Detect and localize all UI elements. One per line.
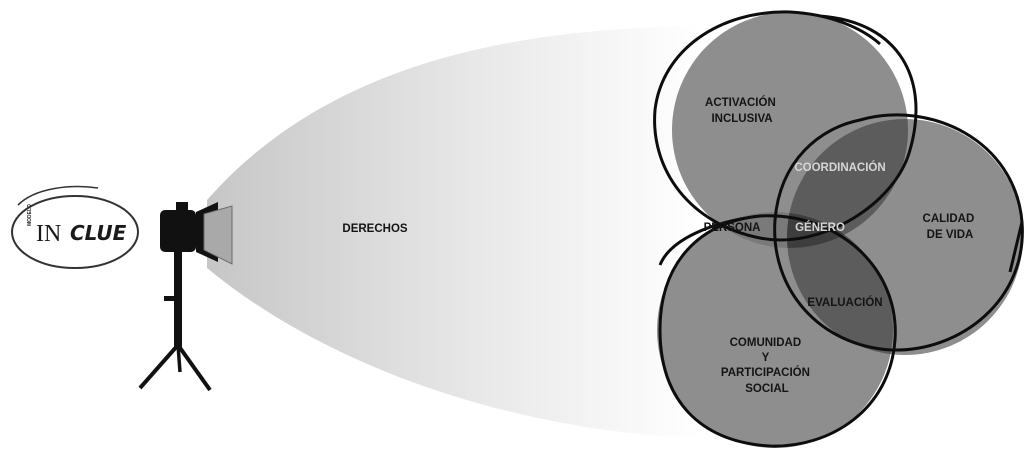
venn-diagram: ACTIVACIÓN INCLUSIVA CALIDAD DE VIDA COM… (653, 10, 1024, 448)
label-comunidad-line4: SOCIAL (745, 383, 788, 395)
light-beam (207, 26, 700, 438)
label-calidad-de-vida: CALIDAD DE VIDA (923, 213, 978, 241)
label-coordinacion: COORDINACIÓN (794, 161, 885, 174)
label-activacion-line1: ACTIVACIÓN (705, 96, 776, 109)
label-persona: PERSONA (704, 222, 761, 234)
logo-ellipse (11, 195, 139, 269)
label-activacion-inclusiva: ACTIVACIÓN INCLUSIVA (705, 96, 779, 125)
outline-right (773, 113, 1024, 352)
label-calidad-line2: DE VIDA (927, 229, 974, 241)
beam-label-derechos: DERECHOS (342, 223, 408, 235)
label-comunidad-line3: PARTICIPACIÓN (721, 366, 810, 379)
incluye-logo: MODELO IN CLUE (11, 185, 139, 269)
label-genero: GÉNERO (795, 221, 845, 234)
label-evaluacion: EVALUACIÓN (807, 296, 882, 309)
logo-in-text: IN (36, 221, 61, 247)
overlap-right-bottom (787, 212, 893, 355)
outline-top (653, 10, 918, 242)
label-comunidad-line2: Y (762, 352, 770, 364)
label-comunidad: COMUNIDAD Y PARTICIPACIÓN SOCIAL (721, 337, 813, 395)
label-activacion-line2: INCLUSIVA (711, 113, 772, 125)
logo-swoosh (17, 185, 99, 206)
label-comunidad-line1: COMUNIDAD (730, 337, 802, 349)
outline-bottom (658, 214, 897, 448)
logo-small-text: MODELO (27, 204, 33, 226)
label-calidad-line1: CALIDAD (923, 213, 975, 225)
spotlight-icon (138, 202, 233, 392)
logo-clue-text: CLUE (70, 221, 127, 245)
